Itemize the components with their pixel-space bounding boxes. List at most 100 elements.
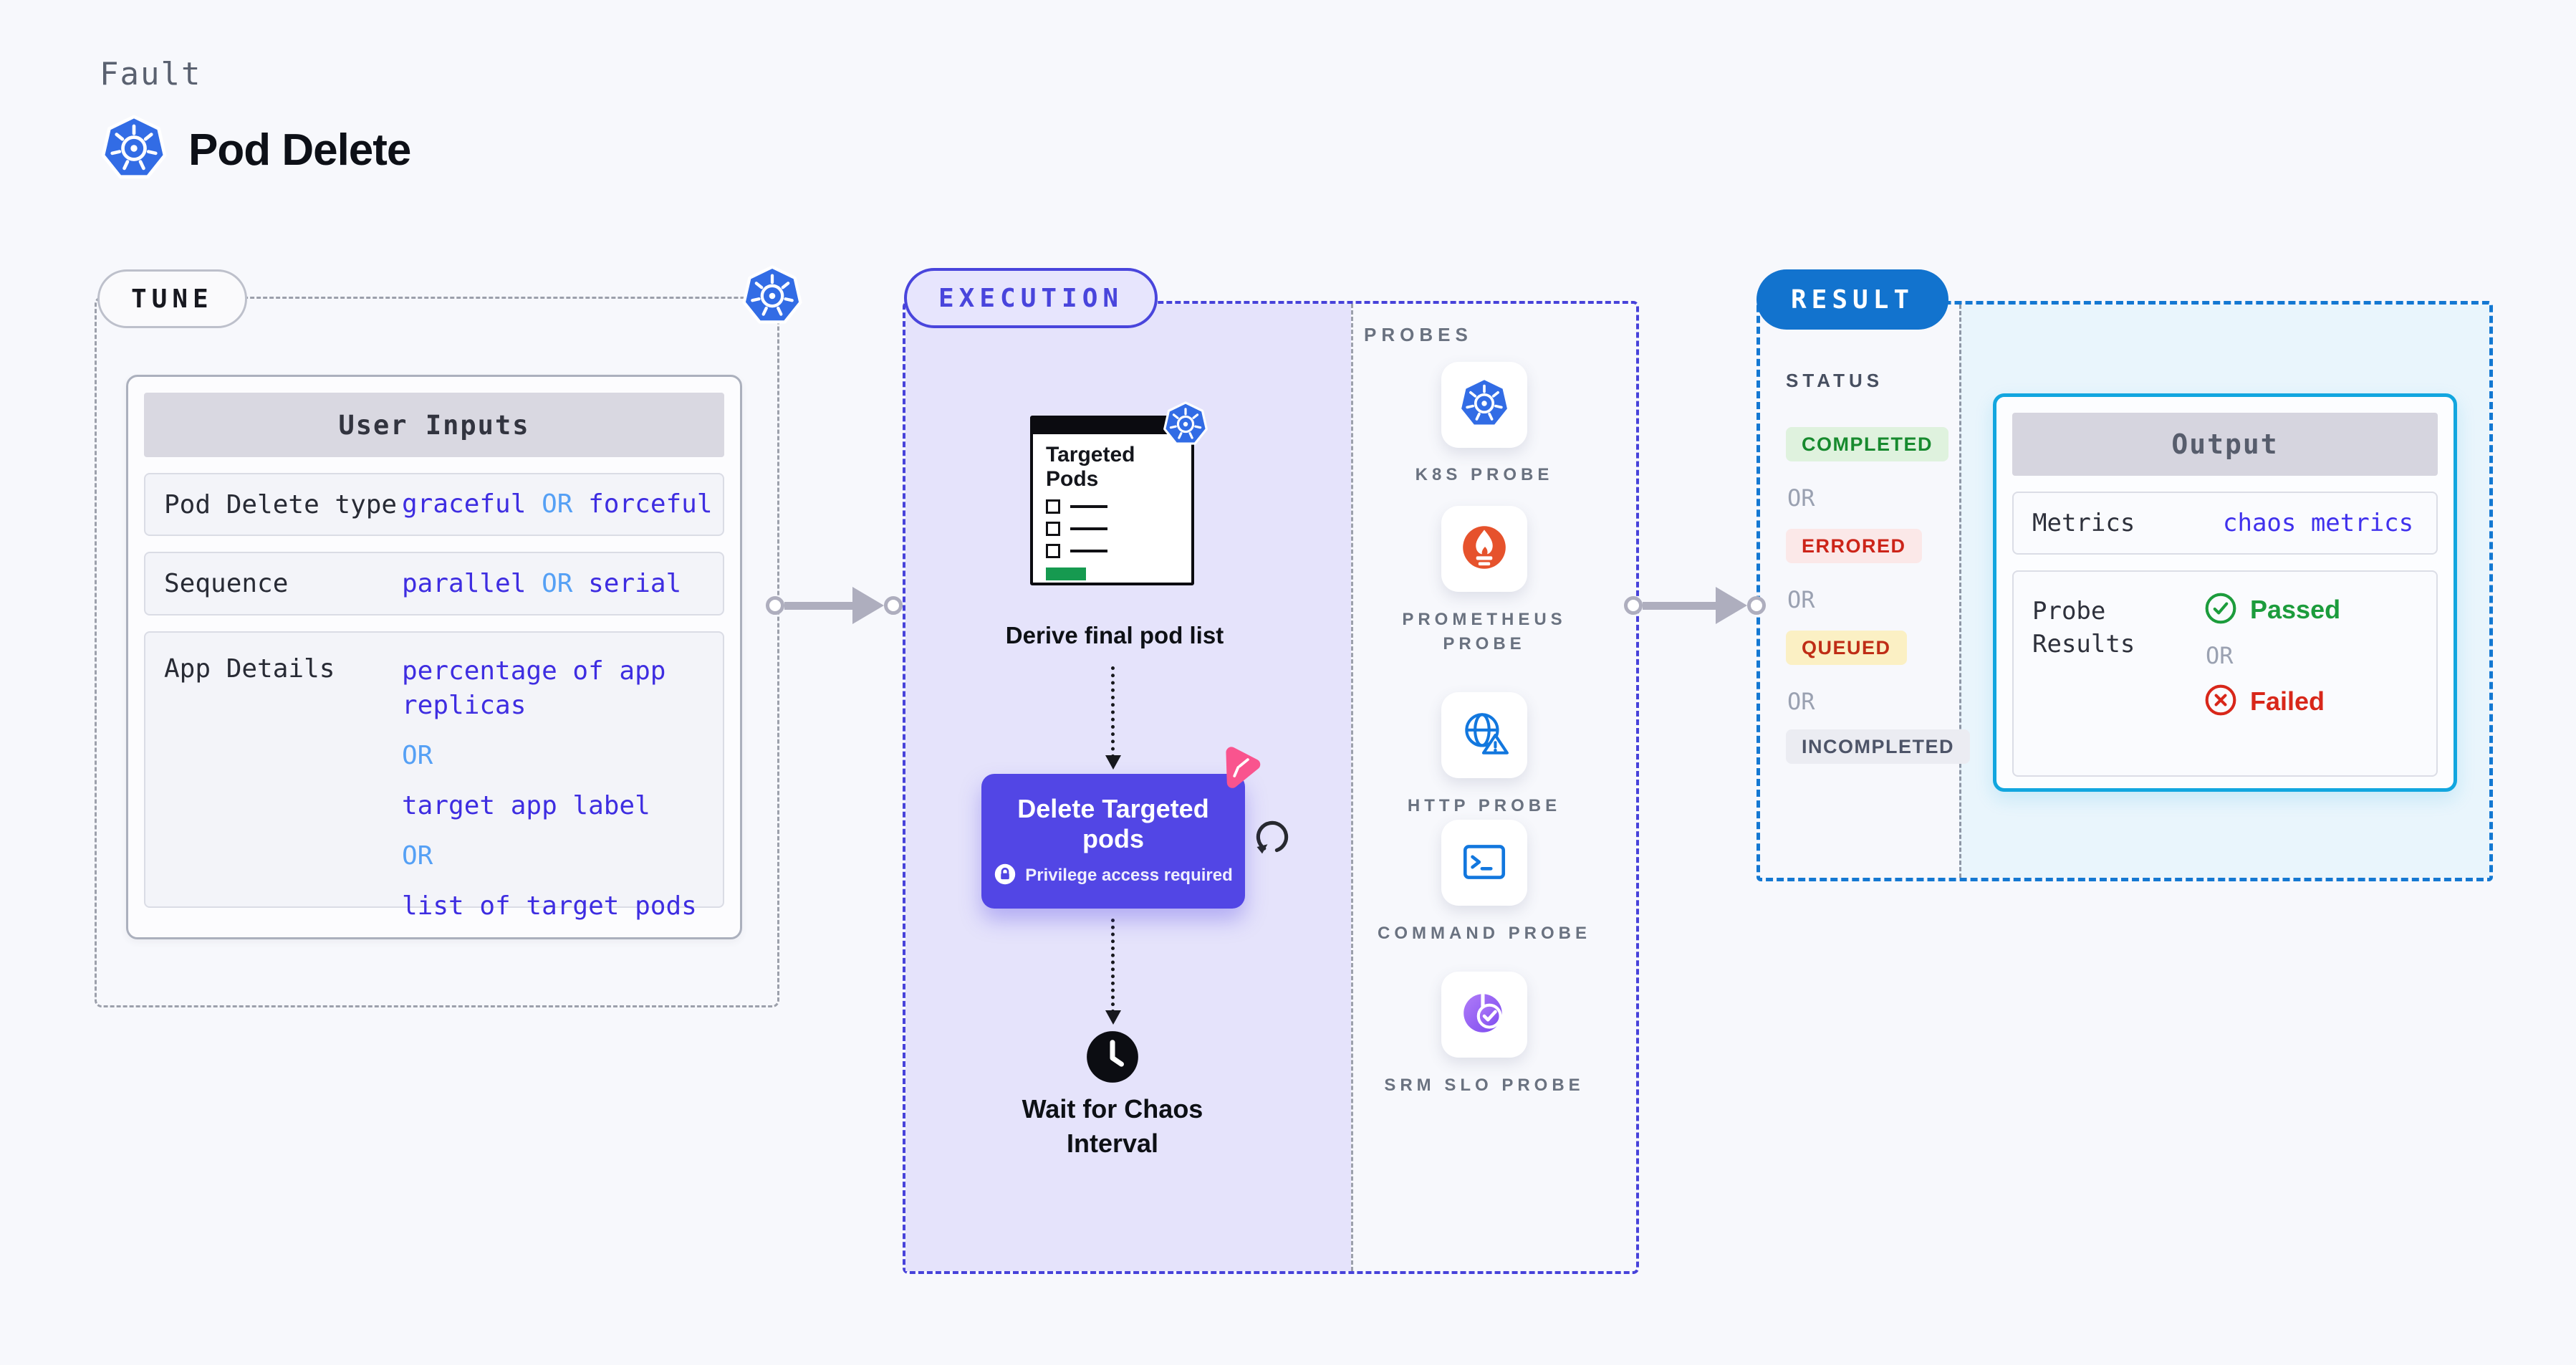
value-option: forceful [588,489,713,519]
delete-node-label: Delete Targeted pods [1017,794,1209,853]
row-label: Pod Delete type [164,489,398,519]
arrow-head [1716,587,1747,624]
or-separator: OR [402,841,433,871]
output-card: Output Metrics chaos metrics Probe Resul… [1993,393,2457,792]
http-globe-icon [1458,707,1511,763]
row-label: Sequence [164,569,289,598]
http-probe-card [1441,692,1527,778]
table-row: Sequence parallel OR serial [144,552,724,616]
value-option: graceful [402,489,527,519]
or-separator: OR [2206,642,2234,669]
user-inputs-card: User Inputs Pod Delete type graceful OR … [126,375,742,939]
prometheus-probe-card [1441,506,1527,592]
or-separator: OR [542,489,573,519]
kubernetes-icon [1162,401,1209,450]
derive-pod-list-label: Derive final pod list [1005,622,1224,648]
targeted-pods-card: Targeted Pods [1030,416,1194,585]
delete-targeted-pods-node: Delete Targeted pods Privilege access re… [981,774,1245,909]
dotted-flow-arrow [1105,919,1121,1025]
refresh-loop-icon [1252,817,1292,860]
status-heading: STATUS [1786,370,1884,391]
result-pill: RESULT [1756,269,1949,330]
probe-label: PROMETHEUS PROBE [1402,610,1567,653]
page-title: Pod Delete [188,125,411,175]
probe-results-values: Passed OR Failed [2204,572,2340,719]
page-title-row: Pod Delete [100,115,411,185]
checklist-item [1046,544,1178,558]
status-badge: INCOMPLETED [1786,729,1971,764]
row-label: Metrics [2032,509,2135,537]
probes-heading: PROBES [1364,324,1473,345]
probe-label: HTTP PROBE [1407,796,1562,815]
kubernetes-icon [100,115,168,185]
value-option: list of target pods [402,891,697,921]
targeted-pods-title: Targeted Pods [1046,443,1135,491]
checklist-item [1046,522,1178,536]
or-separator: OR [542,568,573,598]
output-header: Output [2012,413,2438,476]
k8s-probe-card [1441,362,1527,448]
checkbox-icon [1046,499,1060,514]
status-divider [1959,305,1961,878]
flow-arrow-tune-to-execution [766,587,903,624]
row-label: Probe Results [2032,597,2135,658]
checkbox-icon [1046,522,1060,536]
row-value: percentage of app replicas OR target app… [402,654,717,924]
slo-pie-icon [1458,987,1511,1043]
probe-label: SRM SLO PROBE [1384,1076,1585,1095]
status-badge: ERRORED [1786,529,1922,563]
terminal-icon [1458,835,1511,891]
arrow-head [852,587,884,624]
checkbox-icon [1046,544,1060,558]
list-line [1070,527,1107,530]
clock-icon [1085,1029,1140,1088]
chaos-icon [1208,738,1268,801]
probes-divider [1351,304,1353,1271]
privilege-note-row: Privilege access required [994,863,1233,889]
wait-chaos-interval-label: Wait for Chaos Interval [1022,1094,1203,1158]
status-badge: COMPLETED [1786,427,1949,461]
or-separator: OR [402,741,433,770]
status-badge: QUEUED [1786,631,1907,665]
table-row: Probe Results Passed OR [2012,570,2438,777]
list-line [1070,550,1107,552]
table-row: App Details percentage of app replicas O… [144,631,724,921]
or-separator: OR [1787,484,1815,512]
srm-slo-probe-card [1441,972,1527,1058]
card-titlebar [1033,418,1191,434]
table-row: Pod Delete type graceful OR forceful [144,473,724,536]
value-option: percentage of app replicas [402,656,666,720]
value-option: target app label [402,791,650,820]
value-option: parallel [402,568,527,598]
row-label: App Details [164,654,335,684]
kubernetes-icon [1457,377,1512,433]
value-option: serial [588,568,682,598]
arrow-line [1643,601,1716,610]
list-line [1070,505,1107,508]
passed-label: Passed [2250,595,2341,624]
kubernetes-icon [741,265,804,330]
user-inputs-header: User Inputs [144,393,724,457]
fault-eyebrow: Fault [100,56,202,92]
prometheus-icon [1458,521,1511,577]
connector-dot [1747,596,1766,615]
connector-dot [1624,596,1643,615]
check-circle-icon [2204,592,2237,628]
lock-icon [994,863,1017,889]
tune-section-box [95,297,779,1007]
execution-pill: EXECUTION [904,268,1158,328]
row-value: chaos metrics [2223,509,2414,537]
failed-result: Failed [2204,684,2340,719]
row-value: parallel OR serial [402,567,681,601]
tune-pill: TUNE [97,269,247,328]
dotted-flow-arrow [1105,666,1121,770]
probe-label: COMMAND PROBE [1378,924,1591,943]
progress-bar [1046,567,1086,580]
passed-result: Passed [2204,592,2340,628]
row-value: graceful OR forceful [402,487,713,522]
privilege-note: Privilege access required [1025,866,1233,885]
x-circle-icon [2204,684,2237,719]
failed-label: Failed [2250,686,2325,716]
connector-dot [766,596,784,615]
